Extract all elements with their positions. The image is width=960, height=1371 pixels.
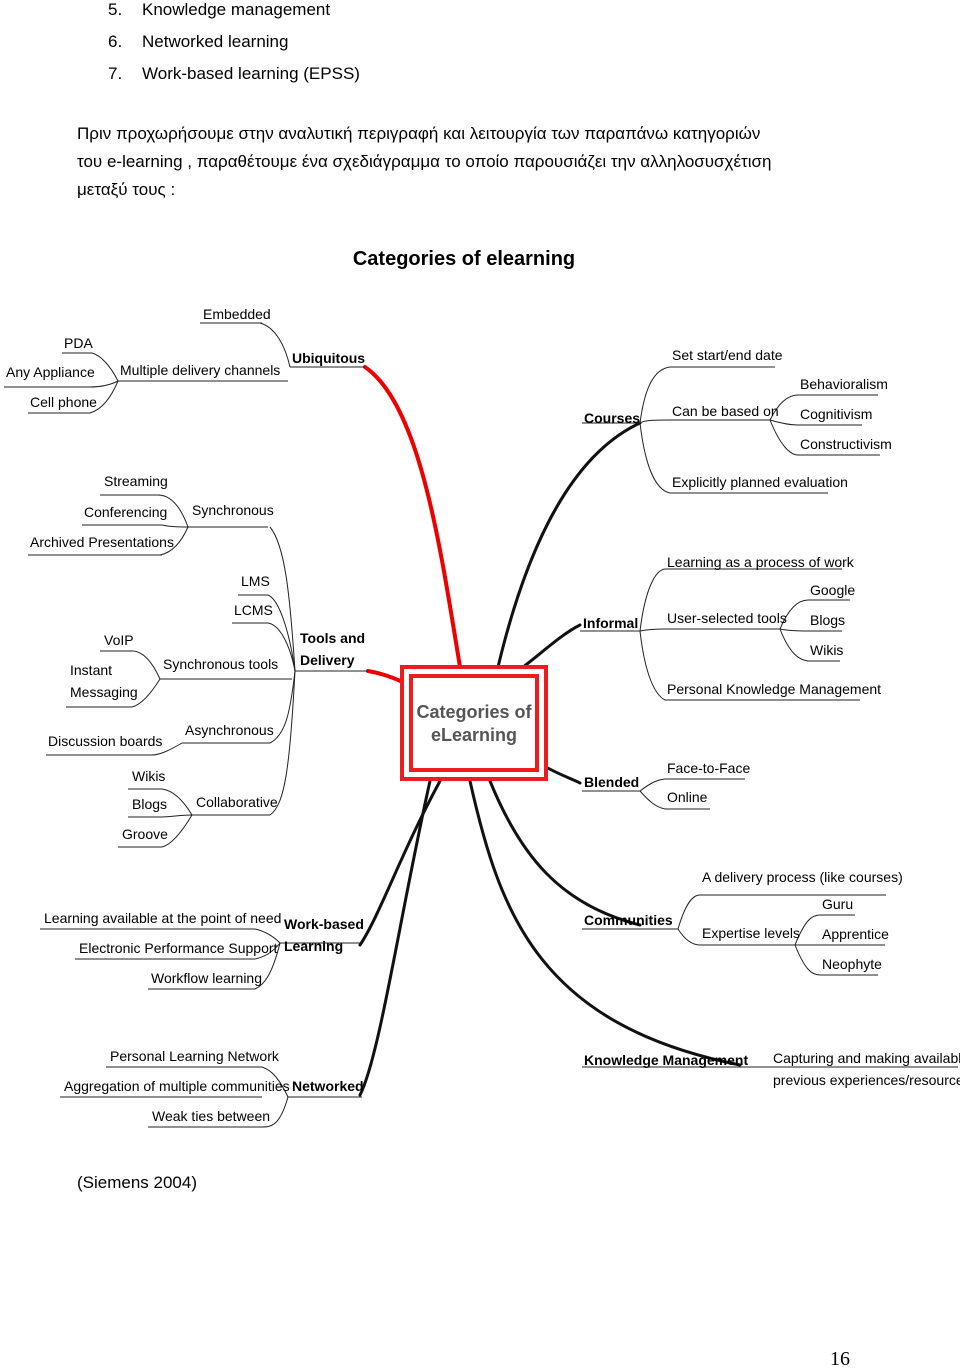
node-discussion-boards: Discussion boards: [48, 733, 162, 749]
node-archived-presentations: Archived Presentations: [30, 534, 174, 550]
node-learning-available: Learning available at the point of need: [44, 910, 281, 926]
node-lcms: LCMS: [234, 602, 273, 618]
node-blended: Blended: [584, 774, 639, 790]
figure-caption: (Siemens 2004): [77, 1173, 198, 1192]
node-multiple-delivery: Multiple delivery channels: [120, 362, 280, 378]
left-branches: Ubiquitous Embedded Multiple delivery ch…: [6, 306, 365, 1124]
node-aggregation: Aggregation of multiple communities: [64, 1078, 290, 1094]
node-expertise-levels: Expertise levels: [702, 925, 800, 941]
node-embedded: Embedded: [203, 306, 271, 322]
node-face-to-face: Face-to-Face: [667, 760, 750, 776]
black-trunks: [358, 421, 742, 1097]
node-streaming: Streaming: [104, 473, 168, 489]
node-courses: Courses: [584, 410, 640, 426]
center-node: Categories of eLearning: [400, 665, 548, 781]
list-item: 6.Networked learning: [108, 32, 289, 51]
node-knowledge-management: Knowledge Management: [584, 1052, 748, 1068]
node-user-selected-tools: User-selected tools: [667, 610, 787, 626]
trunk-ubiquitous: [363, 365, 462, 669]
node-cell-phone: Cell phone: [30, 394, 97, 410]
node-constructivism: Constructivism: [800, 436, 892, 452]
node-pda: PDA: [64, 335, 93, 351]
node-voip: VoIP: [104, 632, 134, 648]
node-weak-ties: Weak ties between: [152, 1108, 270, 1124]
numbered-list: 5.Knowledge management 6.Networked learn…: [108, 0, 360, 96]
node-cognitivism: Cognitivism: [800, 406, 872, 422]
node-any-appliance: Any Appliance: [6, 364, 95, 380]
figure-title: Categories of elearning: [352, 248, 576, 270]
node-blogs: Blogs: [132, 796, 167, 812]
list-item: 7.Work-based learning (EPSS): [108, 64, 360, 83]
node-networked: Networked: [292, 1078, 364, 1094]
node-work-based-line2: Learning: [284, 938, 343, 954]
node-collaborative: Collaborative: [196, 794, 278, 810]
node-delivery-process: A delivery process (like courses): [702, 869, 903, 885]
trunk-tools: [366, 669, 407, 685]
node-conferencing: Conferencing: [84, 504, 167, 520]
right-branches: Courses Set start/end date Can be based …: [583, 347, 960, 1088]
center-label-line2: eLearning: [431, 725, 517, 745]
node-wikis-right: Wikis: [810, 642, 843, 658]
node-tools-delivery-line1: Tools and: [300, 630, 365, 646]
node-personal-learning-network: Personal Learning Network: [110, 1048, 280, 1064]
page-number: 16: [830, 1348, 850, 1370]
node-pkm: Personal Knowledge Management: [667, 681, 881, 697]
node-eps: Electronic Performance Support: [79, 940, 278, 956]
node-groove: Groove: [122, 826, 168, 842]
node-google: Google: [810, 582, 855, 598]
node-communities: Communities: [584, 912, 673, 928]
node-set-start-end: Set start/end date: [672, 347, 783, 363]
paragraph-line: Πριν προχωρήσουμε στην αναλυτική περιγρα…: [77, 124, 761, 143]
trunk-lines: [363, 365, 462, 685]
mindmap-diagram: Categories of eLearning Ubiquitous Embed…: [4, 306, 960, 1128]
node-explicitly-planned: Explicitly planned evaluation: [672, 474, 848, 490]
node-work-based-line1: Work-based: [284, 916, 364, 932]
intro-paragraph: Πριν προχωρήσουμε στην αναλυτική περιγρα…: [77, 120, 877, 204]
node-instant-messaging-1: Instant: [70, 662, 112, 678]
node-blogs-right: Blogs: [810, 612, 845, 628]
node-wikis: Wikis: [132, 768, 165, 784]
node-apprentice: Apprentice: [822, 926, 889, 942]
node-can-be-based-on: Can be based on: [672, 403, 779, 419]
node-learning-process: Learning as a process of work: [667, 554, 855, 570]
node-asynchronous: Asynchronous: [185, 722, 274, 738]
list-item: 5.Knowledge management: [108, 0, 331, 19]
node-neophyte: Neophyte: [822, 956, 882, 972]
node-instant-messaging-2: Messaging: [70, 684, 138, 700]
node-online: Online: [667, 789, 708, 805]
node-capturing-line2: previous experiences/resources: [773, 1072, 960, 1088]
node-guru: Guru: [822, 896, 853, 912]
center-label-line1: Categories of: [416, 702, 532, 722]
node-informal: Informal: [583, 615, 638, 631]
paragraph-line: του e-learning , παραθέτουμε ένα σχεδιάγ…: [77, 152, 772, 171]
node-lms: LMS: [241, 573, 270, 589]
node-synchronous: Synchronous: [192, 502, 274, 518]
center-inner-border: [409, 674, 539, 772]
node-tools-delivery-line2: Delivery: [300, 652, 355, 668]
node-synchronous-tools: Synchronous tools: [163, 656, 278, 672]
branch-lines: [4, 322, 958, 1128]
node-behavioralism: Behavioralism: [800, 376, 888, 392]
paragraph-line: μεταξύ τους :: [77, 180, 176, 199]
node-capturing-line1: Capturing and making available: [773, 1050, 960, 1066]
node-ubiquitous: Ubiquitous: [292, 350, 365, 366]
node-workflow-learning: Workflow learning: [151, 970, 262, 986]
